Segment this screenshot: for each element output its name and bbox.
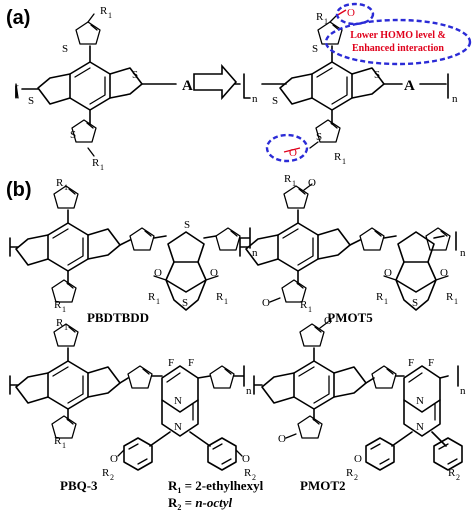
- svg-text:O: O: [384, 267, 392, 279]
- svg-text:S: S: [184, 219, 190, 231]
- svg-text:F: F: [168, 357, 174, 369]
- svg-text:O: O: [242, 453, 250, 465]
- svg-text:2: 2: [456, 473, 460, 482]
- pmot5-structure: [239, 183, 457, 311]
- svg-text:1: 1: [342, 157, 346, 166]
- svg-text:O: O: [308, 177, 316, 189]
- svg-text:R: R: [376, 291, 384, 303]
- panel-a-label: (a): [6, 7, 30, 29]
- svg-text:N: N: [416, 395, 424, 407]
- svg-text:1: 1: [324, 17, 328, 26]
- pbq3-structure: [9, 323, 245, 471]
- acceptor-a-left: A: [182, 78, 193, 94]
- annotation-line1: Lower HOMO level &: [350, 30, 446, 41]
- svg-text:O: O: [154, 267, 162, 279]
- svg-text:R: R: [300, 299, 308, 311]
- pmot2-structure: [253, 321, 463, 471]
- svg-text:n: n: [460, 247, 466, 259]
- svg-text:S: S: [412, 297, 418, 309]
- annotation-line2: Enhanced interaction: [352, 43, 444, 54]
- svg-text:S: S: [182, 297, 188, 309]
- svg-text:1: 1: [384, 297, 388, 306]
- svg-text:1: 1: [156, 297, 160, 306]
- svg-text:[: [: [14, 84, 19, 100]
- substituent-legend: R1 = 2-ethylhexyl R2 = n-octyl: [168, 478, 264, 512]
- svg-text:O: O: [278, 433, 286, 445]
- svg-text:1: 1: [108, 11, 112, 20]
- svg-text:F: F: [188, 357, 194, 369]
- left-r1-bottom: R: [92, 157, 100, 169]
- transform-arrow: [193, 63, 238, 101]
- left-r1-top: R: [100, 5, 108, 17]
- methoxy-o-bottom: O: [289, 147, 297, 159]
- svg-text:S: S: [132, 69, 138, 81]
- right-r1-bottom: R: [334, 151, 342, 163]
- svg-text:R: R: [244, 467, 252, 479]
- svg-text:R: R: [216, 291, 224, 303]
- svg-text:S: S: [312, 43, 318, 55]
- svg-text:1: 1: [64, 323, 68, 332]
- svg-text:S: S: [316, 131, 322, 143]
- svg-text:R: R: [346, 467, 354, 479]
- svg-text:1: 1: [308, 305, 312, 314]
- svg-text:S: S: [28, 95, 34, 107]
- annotation-ellipse: [324, 18, 472, 66]
- svg-text:1: 1: [62, 305, 66, 314]
- polymer-name-pmot2: PMOT2: [300, 478, 346, 493]
- svg-text:N: N: [416, 421, 424, 433]
- svg-text:S: S: [70, 129, 76, 141]
- polymer-name-pmot5: PMOT5: [327, 310, 373, 325]
- svg-text:1: 1: [292, 179, 296, 188]
- svg-text:2: 2: [354, 473, 358, 482]
- svg-text:n: n: [452, 93, 458, 105]
- svg-text:O: O: [210, 267, 218, 279]
- svg-text:R: R: [284, 173, 292, 185]
- svg-text:F: F: [428, 357, 434, 369]
- svg-text:R: R: [102, 467, 110, 479]
- svg-text:O: O: [440, 267, 448, 279]
- svg-text:R: R: [148, 291, 156, 303]
- svg-text:S: S: [374, 69, 380, 81]
- svg-text:2: 2: [110, 473, 114, 482]
- polymer-name-pbq3: PBQ-3: [60, 478, 98, 493]
- highlight-ellipse-bottom: [265, 133, 309, 163]
- svg-text:O: O: [110, 453, 118, 465]
- svg-text:N: N: [174, 395, 182, 407]
- acceptor-a-right: A: [404, 78, 415, 94]
- svg-text:S: S: [272, 95, 278, 107]
- svg-text:n: n: [246, 385, 252, 397]
- right-r1-top: R: [316, 11, 324, 23]
- svg-text:1: 1: [100, 163, 104, 172]
- svg-text:O: O: [324, 315, 332, 327]
- svg-text:R2 = n-octyl: R2 = n-octyl: [168, 495, 233, 512]
- svg-text:n: n: [252, 93, 258, 105]
- svg-text:R: R: [446, 291, 454, 303]
- svg-text:O: O: [354, 453, 362, 465]
- polymer-name-pbdtbdd: PBDTBDD: [87, 310, 149, 325]
- svg-text:n: n: [252, 247, 258, 259]
- svg-text:1: 1: [64, 183, 68, 192]
- svg-text:R: R: [448, 467, 456, 479]
- svg-text:F: F: [408, 357, 414, 369]
- methoxy-o-top: O: [347, 7, 355, 19]
- svg-text:R: R: [56, 317, 64, 329]
- svg-text:O: O: [262, 297, 270, 309]
- panel-b-label: (b): [6, 179, 32, 201]
- svg-text:R: R: [54, 435, 62, 447]
- svg-text:1: 1: [224, 297, 228, 306]
- svg-text:n: n: [460, 385, 466, 397]
- svg-text:N: N: [174, 421, 182, 433]
- svg-text:2: 2: [252, 473, 256, 482]
- svg-text:R: R: [54, 299, 62, 311]
- svg-text:1: 1: [454, 297, 458, 306]
- svg-text:R: R: [56, 177, 64, 189]
- highlight-ellipse-top: [335, 2, 375, 26]
- svg-text:S: S: [62, 43, 68, 55]
- svg-text:1: 1: [62, 441, 66, 450]
- svg-text:R1 = 2-ethylhexyl: R1 = 2-ethylhexyl: [168, 478, 264, 495]
- pbdtbdd-structure: [9, 185, 251, 311]
